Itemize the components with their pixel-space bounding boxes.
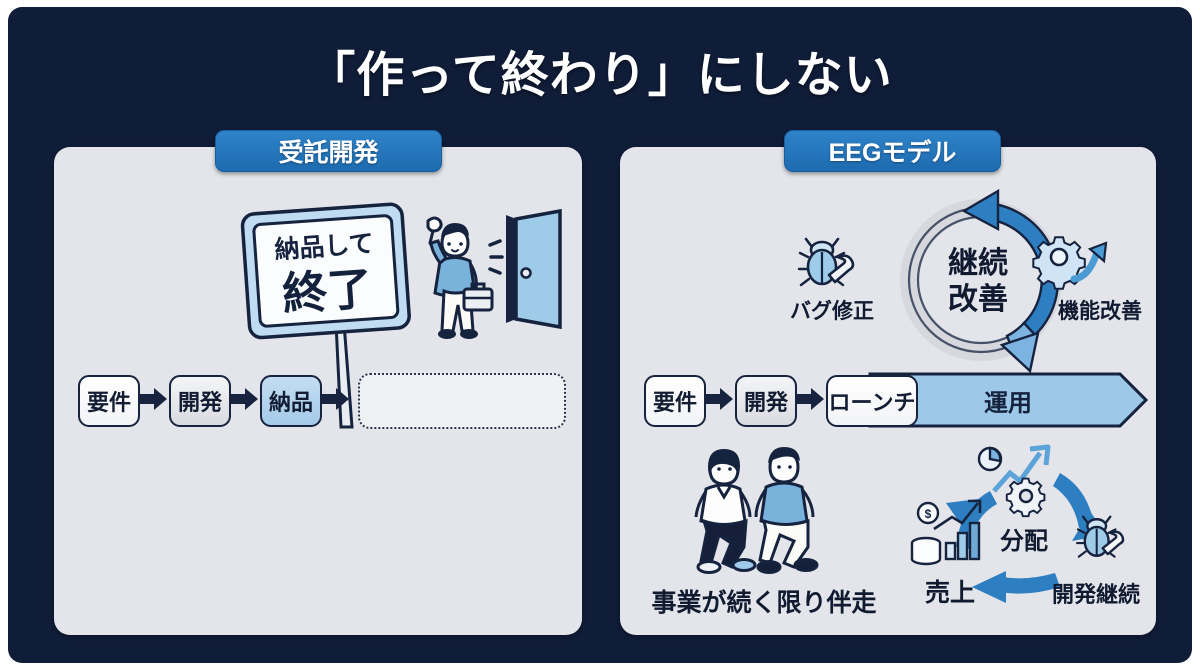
flow-chip-requirements-left[interactable]: 要件: [78, 375, 140, 427]
cycle-label-bug-fix: バグ修正: [790, 300, 874, 323]
delivery-sign-illustration: 納品して 終了: [240, 202, 425, 433]
svg-text:分配: 分配: [1000, 528, 1048, 555]
gear-arrow-up-icon: [1032, 235, 1114, 291]
svg-text:改善: 改善: [948, 283, 1008, 316]
leaving-person-illustration: [420, 203, 570, 353]
slide-card: 「作って終わり」にしない 受託開発 納品して 終了: [8, 7, 1192, 663]
flow-arrow-1-left: [140, 386, 168, 412]
bug-wrench-icon: [797, 235, 860, 291]
walking-label: 事業が続く限り伴走: [651, 589, 877, 617]
continuous-improvement-cycle: 継続 改善: [886, 185, 1076, 375]
flow-arrow-3-left: [322, 386, 350, 412]
panel-header-eeg-model: EEGモデル: [784, 130, 1001, 172]
walking-people-illustration: [684, 445, 844, 575]
flow-arrow-1-right: [706, 386, 734, 412]
flow-chip-launch[interactable]: ローンチ: [826, 375, 918, 427]
loop-label-continued-development: 開発継続: [1051, 582, 1140, 607]
svg-text:終了: 終了: [281, 263, 374, 320]
svg-text:納品して: 納品して: [274, 229, 375, 265]
flow-chip-delivery-left[interactable]: 納品: [260, 375, 322, 427]
loop-label-revenue: 売上: [924, 579, 975, 607]
flow-chip-requirements-right[interactable]: 要件: [644, 375, 706, 427]
flow-arrow-2-right: [797, 386, 825, 412]
flow-arrow-2-left: [231, 386, 259, 412]
flow-chip-development-right[interactable]: 開発: [735, 375, 797, 427]
operation-band-label: 運用: [984, 389, 1032, 417]
empty-after-delivery-box: [358, 373, 566, 429]
revenue-development-loop: $: [910, 437, 1156, 607]
flow-chip-development-left[interactable]: 開発: [169, 375, 231, 427]
svg-text:継続: 継続: [948, 246, 1008, 280]
page-title: 「作って終わり」にしない: [307, 49, 893, 102]
panel-header-contract-development: 受託開発: [215, 130, 442, 172]
cycle-label-feature-improvement: 機能改善: [1058, 300, 1142, 323]
svg-text:$: $: [925, 507, 932, 521]
